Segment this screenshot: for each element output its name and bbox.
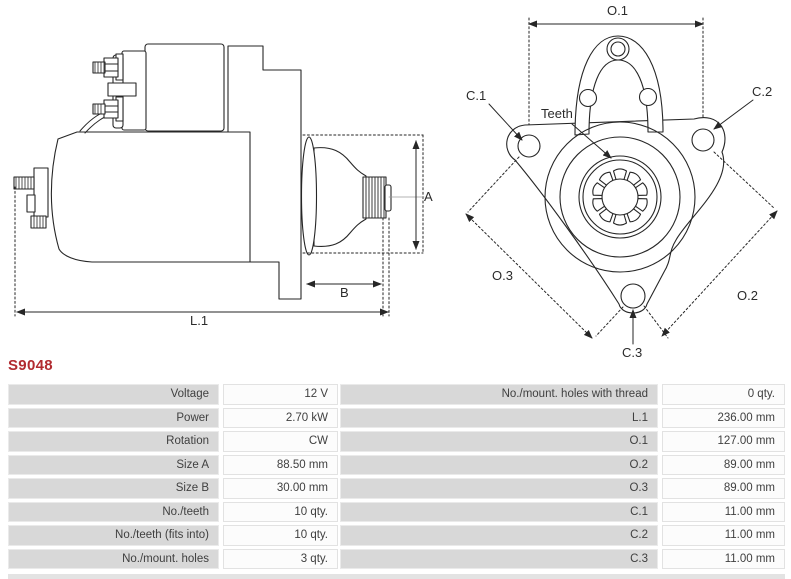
- yoke-boss: [638, 87, 658, 107]
- spec-label: O.3: [340, 478, 658, 499]
- spec-label: C.2: [340, 525, 658, 546]
- spec-label: Size A: [8, 454, 219, 475]
- yoke-boss: [578, 88, 598, 108]
- spec-label: Rotation: [8, 431, 219, 452]
- yoke-arch: [574, 35, 664, 136]
- pinion-gear: [590, 168, 650, 226]
- spec-label: Voltage: [8, 384, 219, 405]
- spec-value: 88.50 mm: [223, 454, 338, 475]
- spec-label: O.1: [340, 431, 658, 452]
- housing-ring: [559, 136, 681, 258]
- side-view-drawing: A B L.1: [13, 43, 433, 328]
- terminal-thread: [92, 61, 106, 74]
- dim-extension-line: [643, 305, 669, 339]
- shaft-end-cap: [384, 184, 392, 212]
- spec-label: No./teeth: [8, 501, 219, 522]
- terminal-thread: [92, 103, 106, 115]
- dim-b-label: B: [340, 285, 349, 300]
- spec-label: O.2: [340, 454, 658, 475]
- housing-ring: [582, 159, 658, 235]
- spec-value: 11.00 mm: [662, 501, 785, 522]
- dim-o2-label: O.2: [737, 288, 758, 303]
- leader-c2: [713, 99, 754, 130]
- front-view-drawing: O.1 O.3 O.2 C.1 C.2 C.3 Teeth: [465, 3, 778, 360]
- terminal-nut: [103, 57, 119, 78]
- mount-hole-c2: [691, 128, 715, 152]
- dim-extension-line: [595, 306, 624, 337]
- dim-o2-line: [661, 210, 778, 337]
- mount-stud-thread: [30, 215, 47, 229]
- spec-value: 3 qty.: [223, 548, 338, 569]
- spec-value: 236.00 mm: [662, 407, 785, 428]
- mount-hole-c3: [620, 283, 646, 309]
- spec-value: 89.00 mm: [662, 478, 785, 499]
- spec-label: Size B: [8, 478, 219, 499]
- part-number-title: S9048: [8, 357, 53, 374]
- spec-label: L.1: [340, 407, 658, 428]
- dim-extension-line: [713, 151, 776, 210]
- spec-value: 30.00 mm: [223, 478, 338, 499]
- flange-band: [300, 136, 318, 256]
- dim-a-label: A: [424, 189, 433, 204]
- spec-label: No./mount. holes: [8, 548, 219, 569]
- spec-value: 10 qty.: [223, 525, 338, 546]
- leader-teeth: [571, 123, 612, 159]
- spec-label: No./teeth (fits into): [8, 525, 219, 546]
- leader-c1: [488, 103, 523, 141]
- spec-value: 12 V: [223, 384, 338, 405]
- housing-ring: [578, 155, 662, 239]
- housing-ring: [544, 121, 696, 273]
- dim-extension-line: [467, 156, 520, 213]
- spec-value: 127.00 mm: [662, 431, 785, 452]
- dim-o1-label: O.1: [607, 3, 628, 18]
- spec-label: Power: [8, 407, 219, 428]
- spec-value: 11.00 mm: [662, 548, 785, 569]
- spec-label: No./mount. holes with thread: [340, 384, 658, 405]
- pinion-spline: [362, 176, 387, 219]
- dim-c3-label: C.3: [622, 345, 642, 360]
- terminal-bar: [107, 82, 137, 97]
- mount-hole-c1: [517, 134, 541, 158]
- spec-value: 2.70 kW: [223, 407, 338, 428]
- spec-value: 10 qty.: [223, 501, 338, 522]
- spec-label: C.1: [340, 501, 658, 522]
- dim-l1-label: L.1: [190, 313, 208, 328]
- spec-value: 89.00 mm: [662, 454, 785, 475]
- dim-o3-label: O.3: [492, 268, 513, 283]
- solenoid-body: [144, 43, 225, 132]
- dim-c2-label: C.2: [752, 84, 772, 99]
- drive-bell: [313, 147, 367, 247]
- dim-o3-line: [465, 213, 593, 339]
- table-bottom-strip: [8, 574, 785, 579]
- spec-label: C.3: [340, 548, 658, 569]
- mount-block: [33, 167, 49, 218]
- dim-c1-label: C.1: [466, 88, 486, 103]
- mount-boss: [26, 194, 36, 213]
- motor-body: [50, 131, 251, 263]
- spec-value: CW: [223, 431, 338, 452]
- spec-value: 11.00 mm: [662, 525, 785, 546]
- spec-value: 0 qty.: [662, 384, 785, 405]
- terminal-nut: [103, 99, 119, 119]
- shaft-bore: [601, 178, 639, 216]
- yoke-top-hole: [610, 41, 626, 57]
- teeth-label: Teeth: [541, 106, 573, 121]
